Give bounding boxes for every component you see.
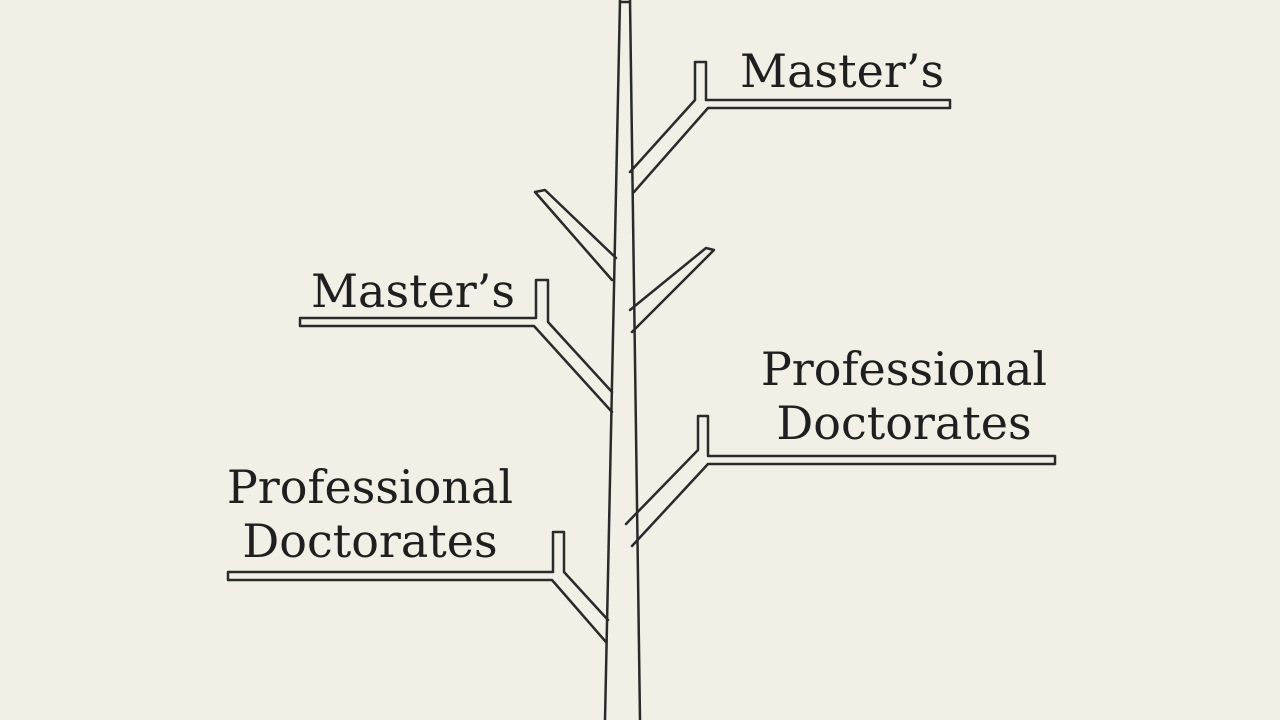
label-line: Master’s xyxy=(740,44,945,98)
branch-mid-left xyxy=(298,278,614,414)
label-line: Doctorates xyxy=(242,514,498,568)
trunk-right-edge xyxy=(628,0,642,720)
label-masters-top: Master’s xyxy=(740,44,944,98)
label-line: Master’s xyxy=(310,264,515,318)
branch-mid-right xyxy=(624,414,1057,548)
label-masters-mid: Master’s xyxy=(300,264,515,318)
branch-top-right xyxy=(628,60,952,194)
trunk xyxy=(603,0,622,720)
twig-left xyxy=(533,188,618,282)
label-professional-doctorates-left: Professional Doctorates xyxy=(212,460,528,568)
label-professional-doctorates-right: Professional Doctorates xyxy=(746,342,1062,450)
label-line: Professional xyxy=(760,342,1048,396)
label-line: Doctorates xyxy=(776,396,1032,450)
twig-right xyxy=(628,246,716,334)
branch-bottom-left xyxy=(226,530,610,644)
label-line: Professional xyxy=(226,460,514,514)
